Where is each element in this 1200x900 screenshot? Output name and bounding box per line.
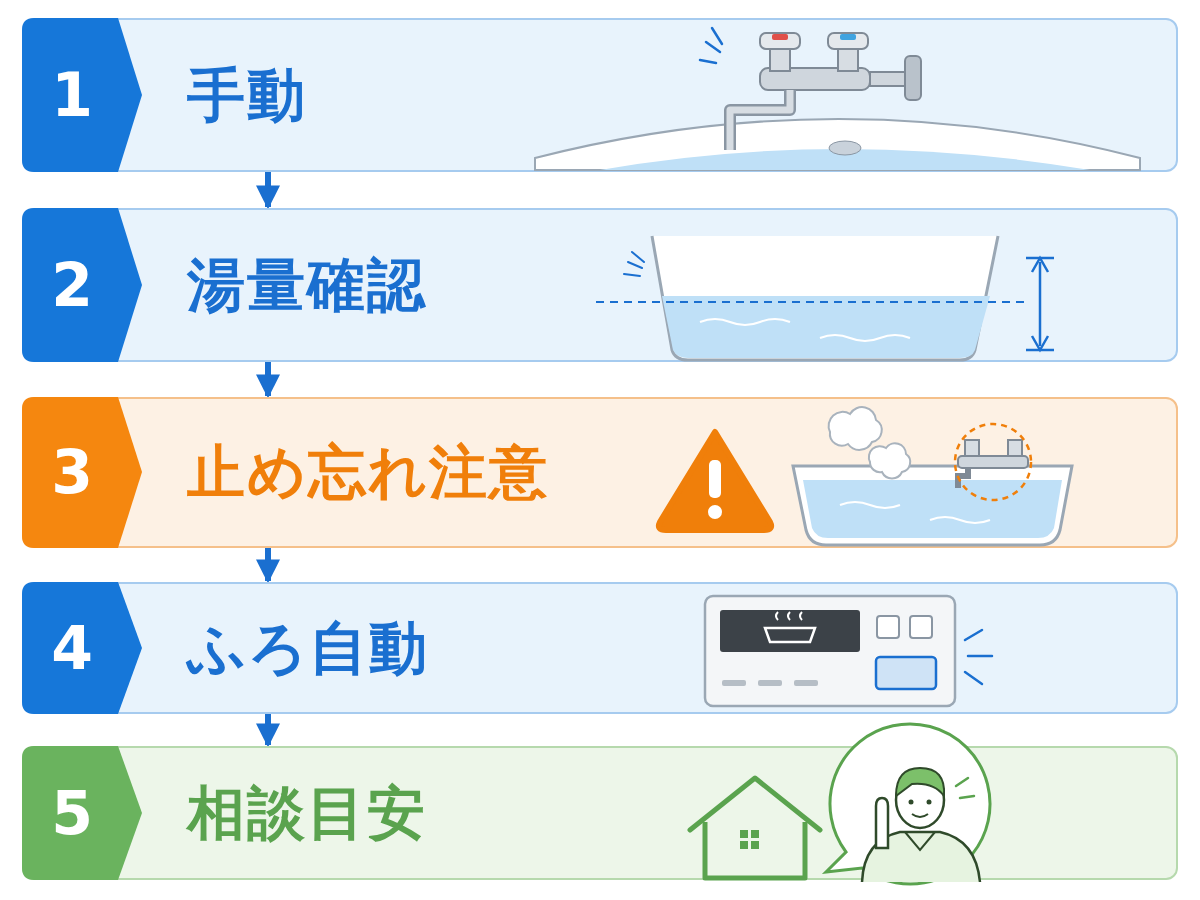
number-tab xyxy=(22,208,142,362)
step-title: 相談目安 xyxy=(187,780,427,847)
number-tab xyxy=(22,397,142,548)
flow-arrow xyxy=(265,362,271,396)
step-number: 2 xyxy=(24,251,120,320)
number-tab xyxy=(22,746,142,880)
step-band: 5 相談目安 xyxy=(22,746,1178,880)
number-tab xyxy=(22,582,142,714)
step-title: 湯量確認 xyxy=(187,252,427,319)
flow-arrow xyxy=(265,172,271,207)
step-title: 止め忘れ注意 xyxy=(187,439,549,506)
step-title: ふろ自動 xyxy=(187,615,429,682)
step-number: 4 xyxy=(24,614,120,683)
number-tab xyxy=(22,18,142,172)
step-number: 5 xyxy=(24,779,120,848)
step-number: 3 xyxy=(24,438,120,507)
step-band: 2 湯量確認 xyxy=(22,208,1178,362)
remote-panel-illustration xyxy=(705,596,992,706)
flow-arrow xyxy=(265,548,271,581)
step-title: 手動 xyxy=(187,62,307,129)
flow-arrow xyxy=(265,714,271,745)
step-number: 1 xyxy=(24,61,120,130)
step-band: 4 ふろ自動 xyxy=(22,582,1178,714)
